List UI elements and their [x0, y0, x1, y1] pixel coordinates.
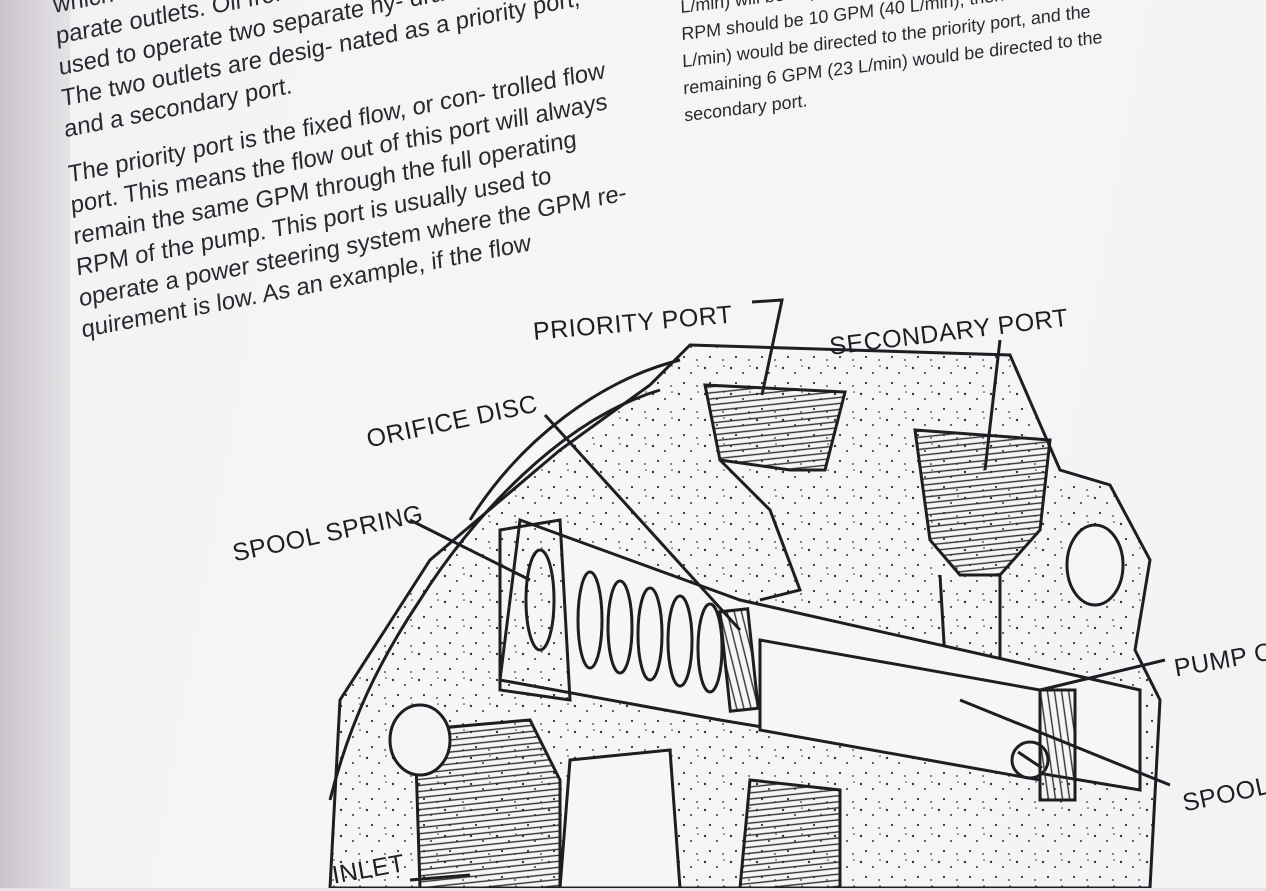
orifice-disc-leader — [543, 413, 742, 632]
leader-lines — [409, 298, 1171, 882]
inlet-fitting — [388, 703, 682, 888]
spool-spring-leader — [409, 518, 531, 582]
orifice-disc-part — [718, 607, 760, 713]
book-gutter — [0, 0, 70, 888]
bottom-fitting — [738, 778, 842, 888]
secondary-port-leader — [983, 339, 1002, 471]
spool-part — [758, 638, 1077, 802]
inlet-leader — [409, 873, 471, 882]
spool-leader — [959, 698, 1171, 787]
mounting-hole — [1065, 523, 1125, 607]
pump-outlet-leader — [1039, 658, 1166, 692]
spool-spring-coils — [524, 548, 724, 694]
priority-port-threads — [703, 383, 847, 602]
priority-port-leader — [751, 298, 784, 396]
